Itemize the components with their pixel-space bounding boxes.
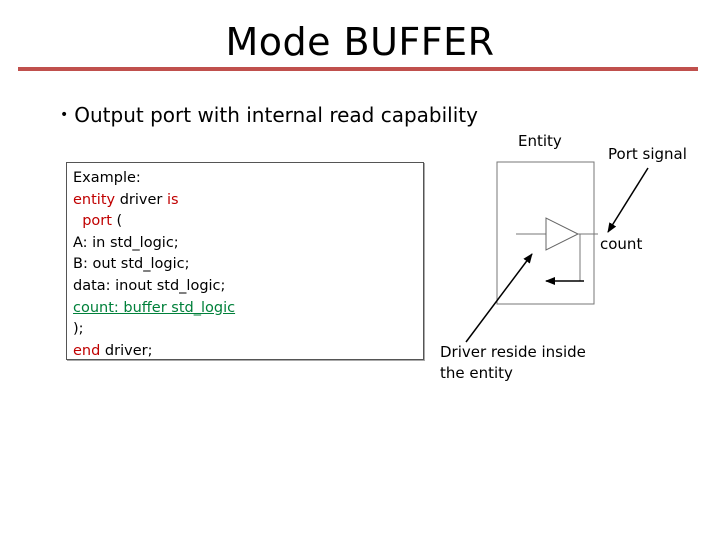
code-line-port: port ( [73,211,417,233]
code-line-data: data: inout std_logic; [73,277,226,294]
code-line-example: Example: [73,170,141,186]
driver-arrow [465,253,533,343]
code-line-b: B: out std_logic; [73,256,190,273]
code-line-close: ); [73,321,84,338]
count-label: count [600,235,643,253]
title-divider [18,67,698,71]
port-signal-arrow [607,167,649,233]
code-line-count: count: buffer std_logic [73,299,236,316]
keyword-entity: entity [73,191,116,208]
entity-name: driver [115,191,167,208]
driver-label-line1: Driver reside inside [440,343,586,361]
port-signal-label: Port signal [608,145,687,163]
end-name: driver; [100,342,153,359]
keyword-is: is [166,191,179,208]
code-line-end: end driver; [73,341,417,363]
entity-label: Entity [518,132,562,150]
slide-title: Mode BUFFER [225,20,495,64]
driver-label-line2: the entity [440,364,513,382]
code-line-entity: entity driver is [73,190,417,212]
keyword-end: end [73,342,101,359]
entity-box [496,161,595,305]
bullet-text: Output port with internal read capabilit… [74,103,478,127]
port-open: ( [111,213,123,230]
code-line-a: A: in std_logic; [73,234,179,251]
keyword-port: port [82,213,112,230]
code-example-box: Example: entity driver is port ( A: in s… [66,162,424,360]
buffer-triangle-icon [545,217,580,251]
bullet-icon: • [60,107,69,123]
bullet-point: • Output port with internal read capabili… [60,102,478,128]
